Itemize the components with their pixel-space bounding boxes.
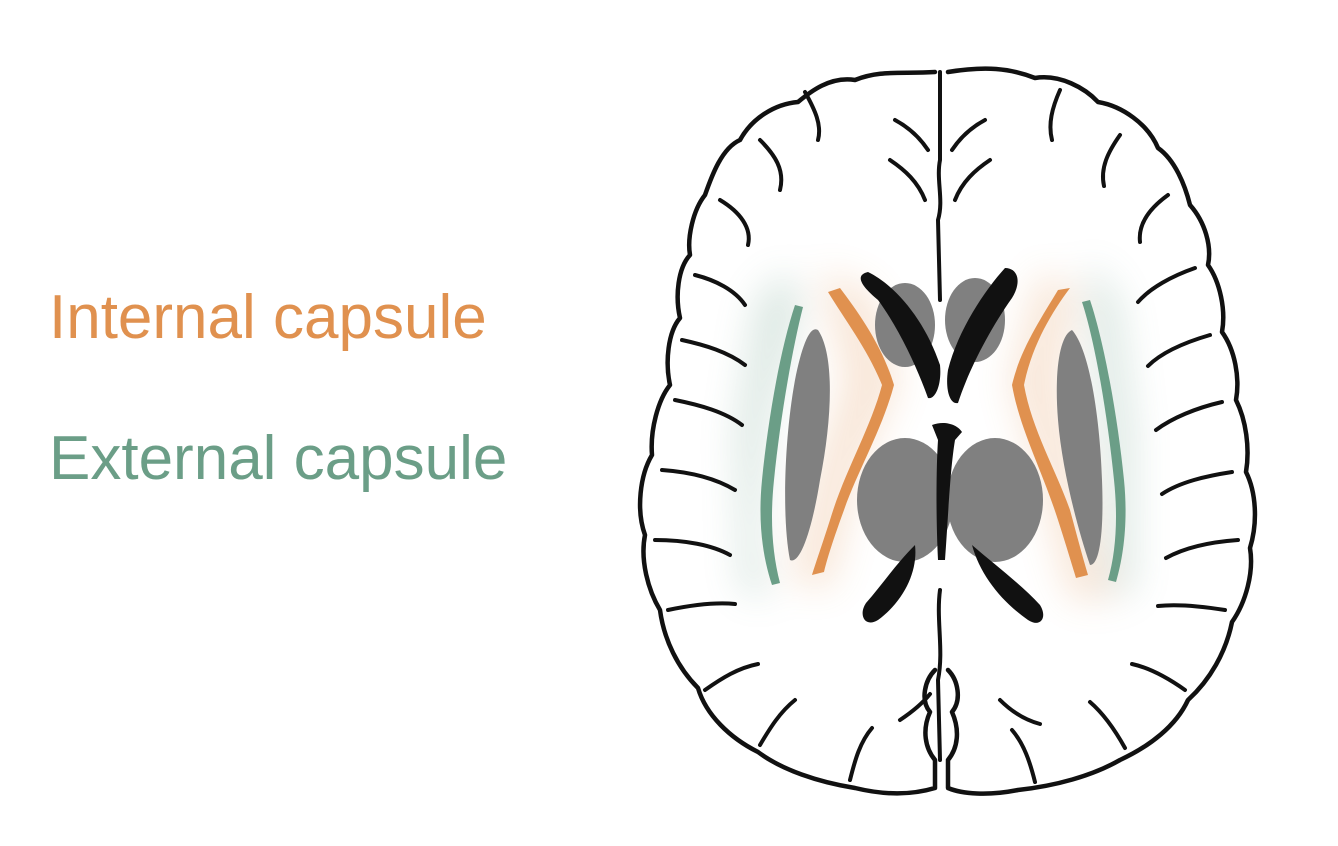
right-putamen [1056, 330, 1103, 565]
right-internal-capsule [1012, 288, 1088, 578]
left-external-capsule [760, 305, 803, 585]
left-sulci [653, 90, 932, 782]
right-hemisphere-outline [945, 66, 1258, 796]
right-occipital-horn [972, 545, 1044, 623]
left-putamen [785, 329, 830, 561]
left-hemisphere-outline [637, 69, 938, 796]
third-ventricle [932, 422, 962, 560]
right-sulci [950, 88, 1240, 784]
right-frontal-horn [947, 268, 1018, 404]
left-frontal-horn [860, 272, 941, 399]
left-internal-capsule [812, 288, 894, 575]
internal-capsule-label: Internal capsule [49, 283, 487, 352]
right-external-capsule [1082, 300, 1126, 582]
external-capsule-label: External capsule [49, 424, 508, 493]
left-occipital-horn [862, 545, 916, 623]
left-thalamus [857, 438, 953, 562]
midline-fissure [936, 70, 943, 762]
lateral-ventricles [860, 268, 1044, 623]
right-thalamus [947, 438, 1043, 562]
